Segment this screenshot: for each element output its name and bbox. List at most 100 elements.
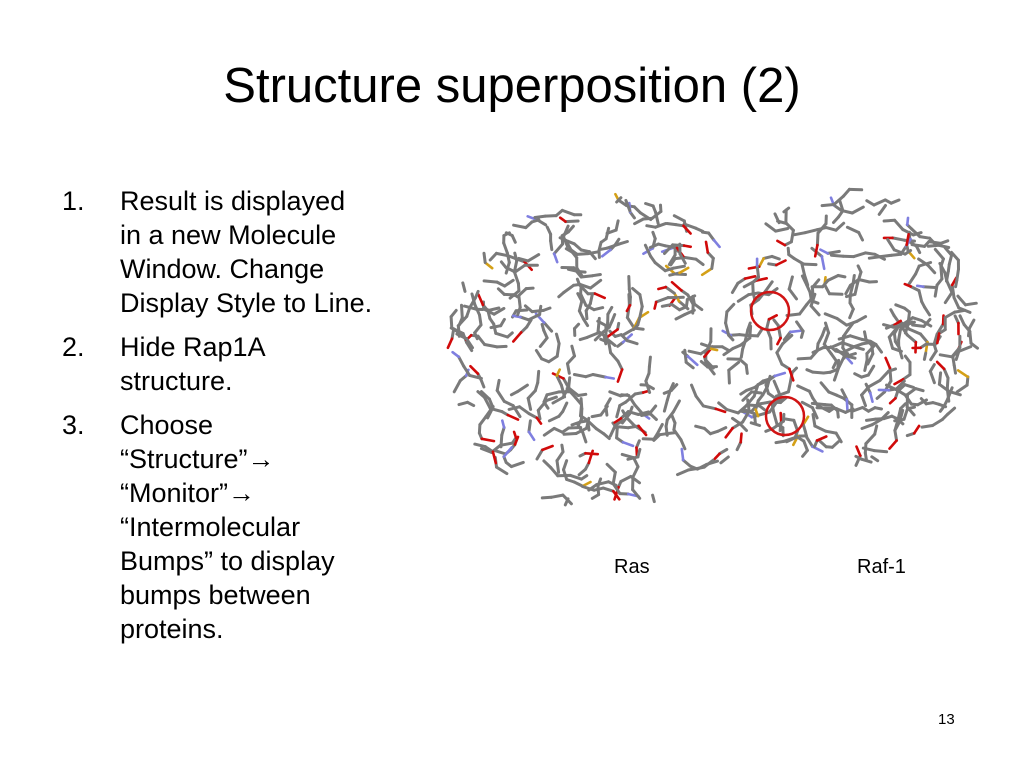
bond-stick bbox=[951, 354, 956, 367]
bond-stick bbox=[504, 261, 511, 275]
bond-stick bbox=[619, 474, 633, 483]
bond-stick bbox=[848, 281, 855, 297]
bond-stick bbox=[579, 292, 588, 307]
bond-stick bbox=[775, 342, 785, 355]
bond-stick bbox=[864, 432, 877, 446]
bond-stick bbox=[477, 293, 485, 307]
bond-stick bbox=[653, 261, 667, 273]
bond-stick bbox=[621, 440, 635, 448]
bond-stick bbox=[891, 323, 904, 329]
bond-stick bbox=[545, 225, 553, 236]
bond-stick bbox=[674, 313, 687, 321]
ras-label: Ras bbox=[614, 556, 650, 578]
bond-stick bbox=[752, 412, 757, 425]
bond-stick bbox=[928, 369, 936, 385]
bond-stick bbox=[743, 275, 757, 280]
bond-stick bbox=[637, 305, 644, 321]
bond-stick bbox=[542, 426, 556, 437]
bond-stick bbox=[811, 406, 819, 420]
bond-stick bbox=[964, 301, 978, 307]
bond-stick bbox=[654, 210, 660, 226]
bond-stick bbox=[902, 407, 909, 421]
bond-stick bbox=[725, 302, 736, 314]
bond-stick bbox=[600, 248, 612, 258]
bond-stick bbox=[479, 390, 491, 401]
bond-stick bbox=[820, 203, 836, 208]
bond-stick bbox=[953, 308, 967, 314]
bond-stick bbox=[683, 256, 698, 261]
bond-stick bbox=[686, 355, 699, 367]
bond-stick bbox=[903, 383, 915, 389]
bond-stick bbox=[555, 368, 561, 377]
bond-stick bbox=[713, 452, 721, 461]
bond-stick bbox=[612, 489, 621, 501]
bond-stick bbox=[822, 331, 831, 346]
bond-stick bbox=[727, 368, 731, 385]
bond-stick bbox=[789, 228, 795, 244]
bond-stick bbox=[512, 430, 518, 440]
bond-stick bbox=[483, 445, 495, 454]
bond-stick bbox=[935, 360, 946, 371]
bond-stick bbox=[950, 283, 956, 299]
bond-stick bbox=[754, 399, 760, 411]
bond-stick bbox=[577, 309, 585, 321]
bond-stick bbox=[479, 447, 493, 454]
bond-stick bbox=[739, 432, 743, 444]
bond-stick bbox=[660, 303, 674, 308]
bond-stick bbox=[796, 384, 811, 393]
bond-stick bbox=[605, 228, 618, 235]
bond-stick bbox=[456, 315, 469, 328]
bond-stick bbox=[929, 349, 938, 362]
bond-stick bbox=[647, 355, 652, 369]
bond-stick bbox=[810, 278, 821, 289]
bond-stick bbox=[717, 401, 729, 411]
bond-stick bbox=[564, 247, 574, 254]
bond-stick bbox=[540, 495, 553, 500]
bond-stick bbox=[452, 379, 462, 394]
bond-stick bbox=[795, 320, 805, 333]
bond-stick bbox=[694, 257, 705, 267]
bond-stick bbox=[506, 413, 520, 421]
bond-stick bbox=[822, 342, 833, 356]
bond-stick bbox=[943, 310, 957, 319]
bond-stick bbox=[905, 333, 918, 344]
bond-stick bbox=[776, 336, 782, 346]
bond-stick bbox=[896, 406, 903, 420]
bond-stick bbox=[455, 332, 468, 341]
bond-stick bbox=[594, 427, 606, 436]
bond-stick bbox=[920, 424, 935, 429]
bond-stick bbox=[464, 337, 474, 350]
bond-stick bbox=[750, 390, 763, 395]
bond-stick bbox=[830, 440, 840, 449]
bond-stick bbox=[478, 415, 488, 427]
bond-stick bbox=[555, 450, 565, 463]
bond-stick bbox=[449, 315, 454, 330]
bond-stick bbox=[482, 395, 492, 410]
bond-stick bbox=[631, 465, 640, 479]
bond-stick bbox=[771, 419, 785, 430]
bond-stick bbox=[502, 446, 513, 459]
bond-stick bbox=[850, 205, 865, 215]
bond-stick bbox=[855, 445, 862, 458]
bond-stick bbox=[667, 253, 677, 266]
step-text: Result is displayed in a new Molecule Wi… bbox=[120, 186, 373, 318]
bond-stick bbox=[565, 386, 577, 399]
bond-stick bbox=[917, 289, 924, 304]
bond-stick bbox=[507, 405, 521, 411]
bond-stick bbox=[655, 423, 664, 436]
bond-stick bbox=[593, 292, 606, 300]
bond-stick bbox=[686, 293, 695, 306]
bond-stick bbox=[608, 390, 622, 398]
bond-stick bbox=[931, 418, 944, 427]
bond-stick bbox=[907, 272, 918, 287]
bond-stick bbox=[834, 407, 847, 414]
bond-stick bbox=[903, 249, 913, 256]
bond-stick bbox=[923, 305, 932, 317]
bond-stick bbox=[596, 319, 608, 328]
bond-stick bbox=[799, 329, 805, 339]
step-item: 3. Choose “Structure”→ “Monitor”→ “Inter… bbox=[62, 408, 432, 646]
bond-stick bbox=[679, 438, 687, 451]
bond-stick bbox=[811, 413, 817, 428]
step-item: 1. Result is displayed in a new Molecule… bbox=[62, 184, 432, 320]
bond-stick bbox=[945, 279, 954, 294]
